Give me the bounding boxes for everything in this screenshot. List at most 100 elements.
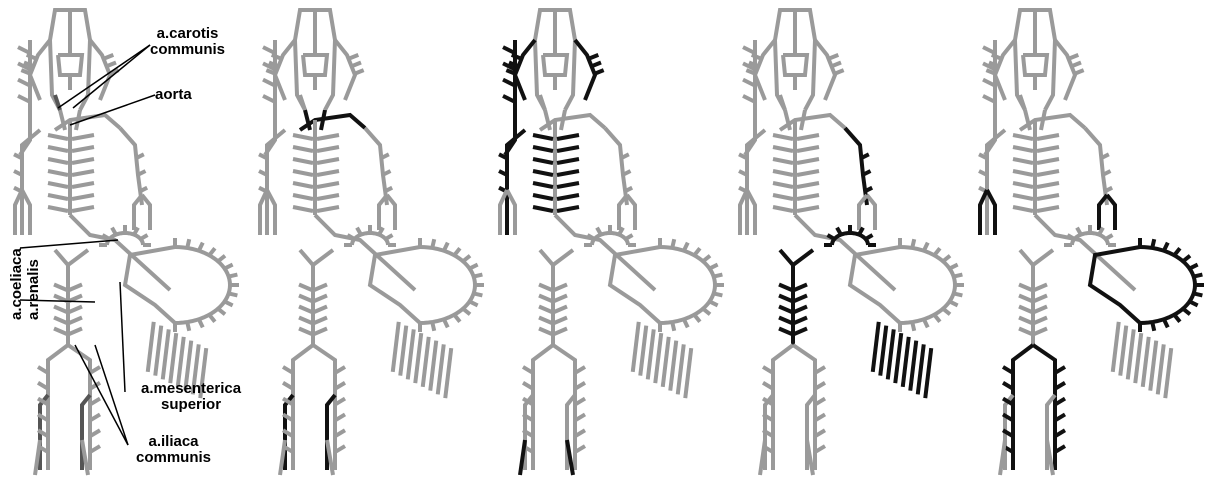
colon-loop-fringe [710,301,718,305]
mesenteric-branch [1165,348,1171,398]
intercostal-artery [557,195,579,199]
carotid-base [780,95,785,110]
brachial-artery [1085,128,1107,205]
intercostal-artery [293,207,313,211]
small-intestine-loop-fringe [626,235,633,239]
colon-loop-fringe [912,239,914,248]
pelvic-branch [1019,296,1033,302]
colon-loop-fringe [474,293,483,295]
label-aorta-text: aorta [155,87,192,103]
intercostal-artery [773,183,793,187]
mesenteric-branch [678,344,684,394]
intercostal-artery [1013,147,1033,151]
colon-loop-fringe [684,243,688,251]
mesenteric-branch [633,322,639,372]
face-vessel [58,55,82,75]
pelvic-branch [553,285,567,291]
pelvic-branch [313,285,327,291]
mesenteric-branch [1143,337,1149,387]
colon-loop-fringe [187,239,189,248]
small-intestine-loop-fringe [1106,235,1113,239]
iliac-leg-artery [553,345,575,470]
pelvic-branch [1033,285,1047,291]
pelvic-branch [299,329,313,335]
colon-loop-fringe [703,309,710,315]
head-branch [348,55,358,59]
label-iliaca-communis: a.iliaca communis [136,434,211,466]
face-vessel [543,55,567,75]
colon-loop-fringe [1183,256,1190,262]
head-branch [1068,55,1078,59]
head-branch [591,63,601,67]
pelvic-branch [553,329,567,335]
pelvic-branch [779,307,793,313]
colon-loop-fringe [943,309,950,315]
colon-loop-fringe [943,256,950,262]
intercostal-artery [72,147,94,151]
mesenteric-branch [415,333,421,383]
colon-loop-fringe [710,265,718,269]
intercostal-artery [317,171,339,175]
brachial-artery [605,128,627,205]
small-intestine-loop-fringe [386,235,393,239]
iliac-leg-artery [293,345,313,470]
head-branch [828,55,838,59]
colon-loop-fringe [934,248,940,255]
head-branch [831,63,841,67]
temple-vessel [995,40,1015,100]
mesenteric-branch [423,337,429,387]
head-branch [106,63,116,67]
pelvic-branch [779,285,793,291]
intercostal-artery [1037,195,1059,199]
vascular-figure [979,10,1204,475]
intercostal-artery [72,135,94,139]
head-branch [1071,63,1081,67]
brachial-artery [845,128,867,205]
vascular-figure [739,10,964,475]
mesenteric-branch [925,348,931,398]
pelvic-branch [539,329,553,335]
pelvic-branch [1033,307,1047,313]
small-intestine-loop-fringe [112,228,116,235]
colon-loop-fringe [672,239,674,248]
vascular-figure [259,10,484,475]
pelvic-branch [539,296,553,302]
intercostal-artery [293,183,313,187]
pelvic-branch [539,318,553,324]
mesenteric-branch [400,326,406,376]
brachial-artery [120,128,142,205]
pelvic-branch [313,296,327,302]
intercostal-artery [773,159,793,163]
mesenteric-branch [888,329,894,379]
pelvic-branch [553,307,567,313]
face-vessel [1023,55,1047,75]
intercostal-artery [48,135,68,139]
pelvic-branch [539,307,553,313]
iliac-leg-artery [313,345,335,470]
mesenteric-branch [1120,326,1126,376]
small-intestine-loop-fringe [357,228,361,235]
colon-loop-fringe [470,301,478,305]
colon-loop-fringe [703,256,710,262]
pelvic-branch [553,318,567,324]
label-iliaca-line2: communis [136,450,211,466]
iliac-leg-artery [68,345,90,470]
colon-loop-fringe [444,319,448,327]
label-carotis-line1: a.carotis [150,26,225,42]
intercostal-artery [773,207,793,211]
colon-loop-fringe [225,265,233,269]
renal-artery [300,250,333,265]
temple-vessel [30,40,50,100]
intercostal-artery [773,135,793,139]
intercostal-artery [293,147,313,151]
carotid-base [300,95,305,110]
mesenteric-branch [445,348,451,398]
colon-loop-fringe [1194,275,1203,277]
intercostal-artery [48,207,68,211]
pelvic-branch [54,307,68,313]
mesenteric-branch [148,322,154,372]
intercostal-artery [797,159,819,163]
intercostal-artery [72,195,94,199]
colon-loop-fringe [912,322,914,331]
mesenteric-branch [685,348,691,398]
